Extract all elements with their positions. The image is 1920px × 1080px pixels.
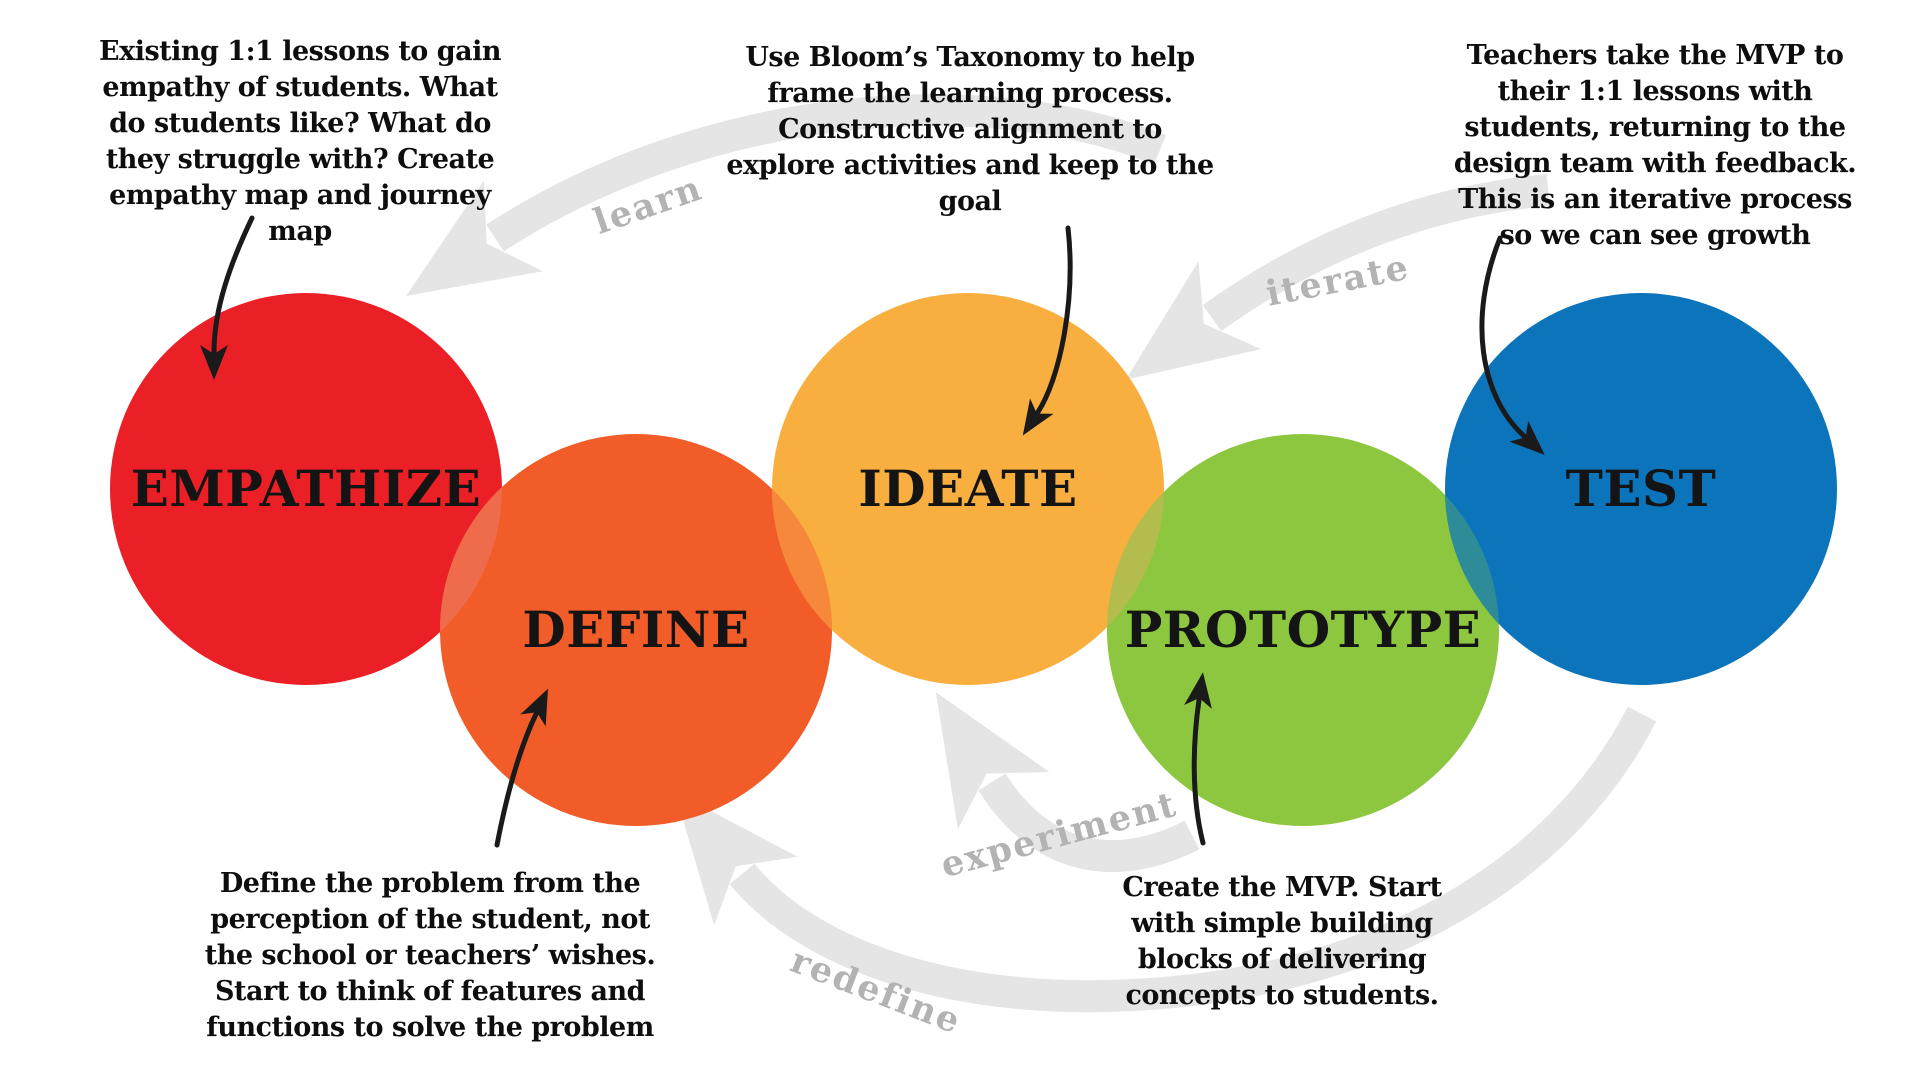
define-annotation: Define the problem from the perception o… bbox=[204, 868, 656, 1043]
test-label: TEST bbox=[1566, 459, 1717, 518]
ideate-annotation: Use Bloom’s Taxonomy to help frame the l… bbox=[726, 42, 1214, 217]
iterate-arrow bbox=[1125, 174, 1550, 380]
stage-labels-group: EMPATHIZE DEFINE IDEATE PROTOTYPE TEST bbox=[131, 459, 1717, 659]
empathize-annotation: Existing 1:1 lessons to gain empathy of … bbox=[99, 36, 501, 247]
empathize-label: EMPATHIZE bbox=[131, 459, 481, 518]
define-pointer-arrow bbox=[494, 688, 548, 848]
ideate-label: IDEATE bbox=[858, 459, 1077, 518]
test-pointer-arrow bbox=[1479, 235, 1545, 455]
learn-arrow bbox=[406, 94, 1167, 296]
redefine-arrow bbox=[674, 706, 1657, 1013]
experiment-arrow bbox=[935, 692, 1200, 873]
define-label: DEFINE bbox=[522, 600, 749, 659]
prototype-circle bbox=[1107, 434, 1499, 826]
empathize-circle bbox=[110, 293, 502, 685]
empathize-pointer-arrow bbox=[200, 215, 255, 380]
define-circle bbox=[440, 434, 832, 826]
stage-circles-group bbox=[110, 293, 1837, 826]
pointer-arrows-group bbox=[200, 215, 1545, 848]
ideate-circle bbox=[772, 293, 1164, 685]
prototype-pointer-arrow bbox=[1184, 672, 1212, 846]
flow-arrows-group bbox=[406, 94, 1657, 1013]
prototype-label: PROTOTYPE bbox=[1125, 600, 1482, 659]
test-circle bbox=[1445, 293, 1837, 685]
prototype-annotation: Create the MVP. Start with simple buildi… bbox=[1122, 872, 1442, 1011]
ideate-pointer-arrow bbox=[1022, 225, 1073, 436]
test-annotation: Teachers take the MVP to their 1:1 lesso… bbox=[1453, 40, 1857, 251]
